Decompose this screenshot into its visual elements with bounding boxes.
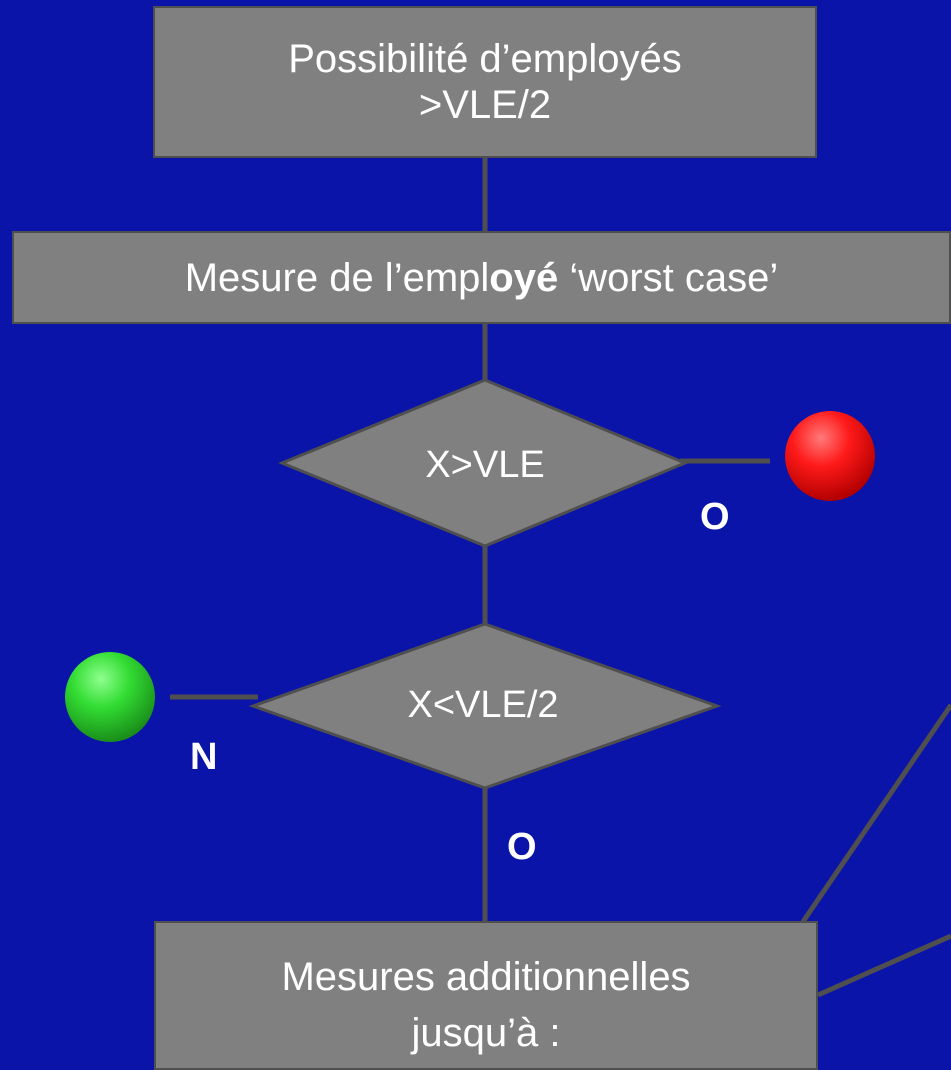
process-box-possibility-line2: >VLE/2 (418, 83, 552, 127)
process-box-additional-line1: Mesures additionnelles (281, 955, 691, 999)
decision-diamond-1 (278, 378, 689, 548)
worst-case-text-suffix: ‘worst case’ (558, 255, 779, 300)
process-box-additional-line2: jusqu’à : (411, 1011, 561, 1055)
branch-label-decision-2-no: N (190, 736, 218, 778)
process-box-additional-measures: Mesures additionnelles jusqu’à : (154, 921, 818, 1070)
branch-label-decision-1-yes: O (700, 496, 730, 538)
connector-diagonal-lower (816, 933, 951, 998)
pass-indicator (65, 652, 155, 742)
process-box-possibility: Possibilité d’employés >VLE/2 (153, 6, 817, 158)
worst-case-text-prefix: Mesure de l’empl (184, 255, 490, 300)
process-box-worst-case-text: Mesure de l’employé ‘worst case’ (185, 255, 779, 301)
process-box-worst-case-measure: Mesure de l’employé ‘worst case’ (12, 231, 951, 324)
decision-diamond-2 (248, 622, 722, 790)
decision-2-label: X<VLE/2 (407, 684, 559, 726)
worst-case-text-bold: oyé (489, 255, 559, 300)
branch-label-decision-2-yes: O (507, 826, 537, 868)
process-box-possibility-line1: Possibilité d’employés (288, 37, 682, 81)
connector-diagonal-upper (782, 703, 951, 950)
decision-1-label: X>VLE (425, 444, 545, 486)
fail-indicator (785, 411, 875, 501)
